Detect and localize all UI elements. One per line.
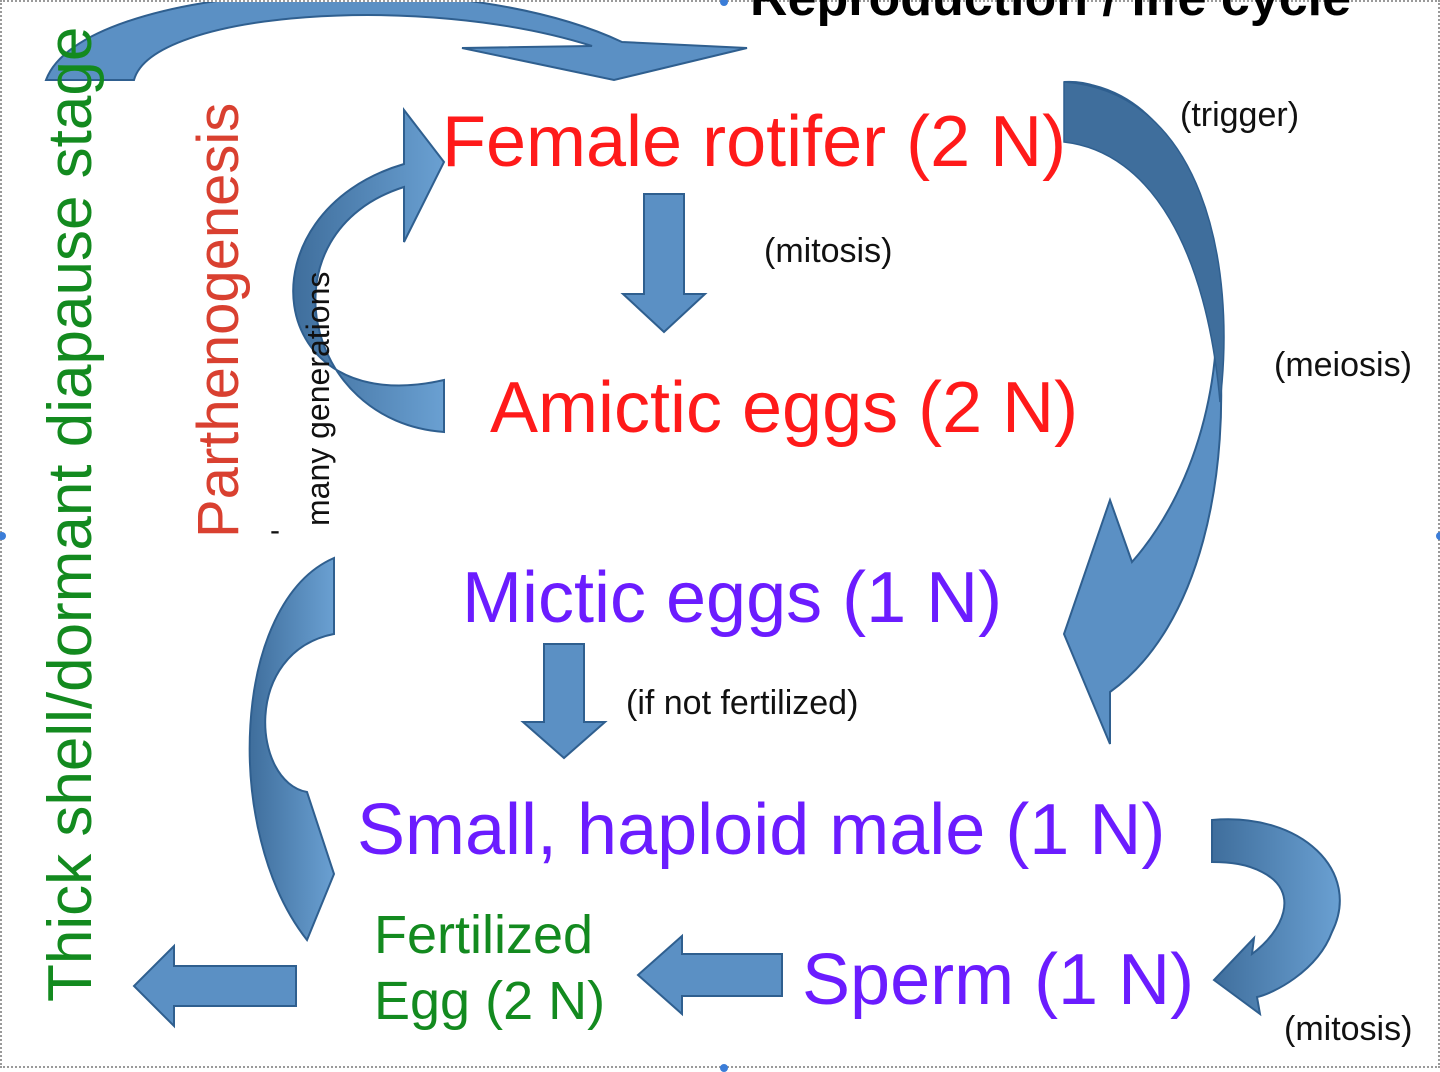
node-haploid-male: Small, haploid male (1 N) (357, 790, 1166, 870)
arrow-mictic-to-fertilized (248, 556, 336, 942)
arrow-diapause-to-female (44, 2, 748, 82)
arrow-amictic-to-female-loop (292, 107, 446, 434)
annotation-mitosis-bottom: (mitosis) (1284, 1010, 1413, 1048)
node-sperm: Sperm (1 N) (802, 940, 1195, 1020)
label-many-generations: many generations (300, 271, 336, 526)
annotation-meiosis: (meiosis) (1274, 346, 1412, 384)
node-fertilized-line1: Fertilized (374, 905, 594, 965)
annotation-mitosis-top: (mitosis) (764, 232, 893, 270)
arrow-female-to-amictic (620, 193, 708, 334)
label-dash: - (270, 514, 280, 547)
node-female-rotifer: Female rotifer (2 N) (442, 102, 1067, 182)
annotation-trigger: (trigger) (1180, 96, 1300, 134)
node-mictic-eggs: Mictic eggs (1 N) (462, 558, 1003, 638)
selection-handle-top[interactable] (720, 0, 728, 6)
annotation-if-not-fertilized: (if not fertilized) (626, 684, 859, 722)
arrow-male-to-sperm (1211, 818, 1341, 1017)
arrow-fertilized-to-diapause (132, 943, 297, 1029)
label-parthenogenesis: Parthenogenesis (186, 102, 251, 538)
arrow-mictic-to-male (520, 643, 608, 760)
node-fertilized-line2: Egg (2 N) (374, 971, 606, 1031)
arrow-sperm-to-fertilized (636, 933, 783, 1017)
diagram-title: Reproduction / life cycle (750, 0, 1351, 24)
label-diapause-stage: Thick shell/dormant diapause stage (36, 26, 105, 1002)
selection-handle-right[interactable] (1436, 532, 1440, 540)
selection-handle-left[interactable] (0, 532, 6, 540)
node-amictic-eggs: Amictic eggs (2 N) (490, 368, 1079, 448)
arrow-female-to-mictic-shade (1063, 81, 1225, 403)
